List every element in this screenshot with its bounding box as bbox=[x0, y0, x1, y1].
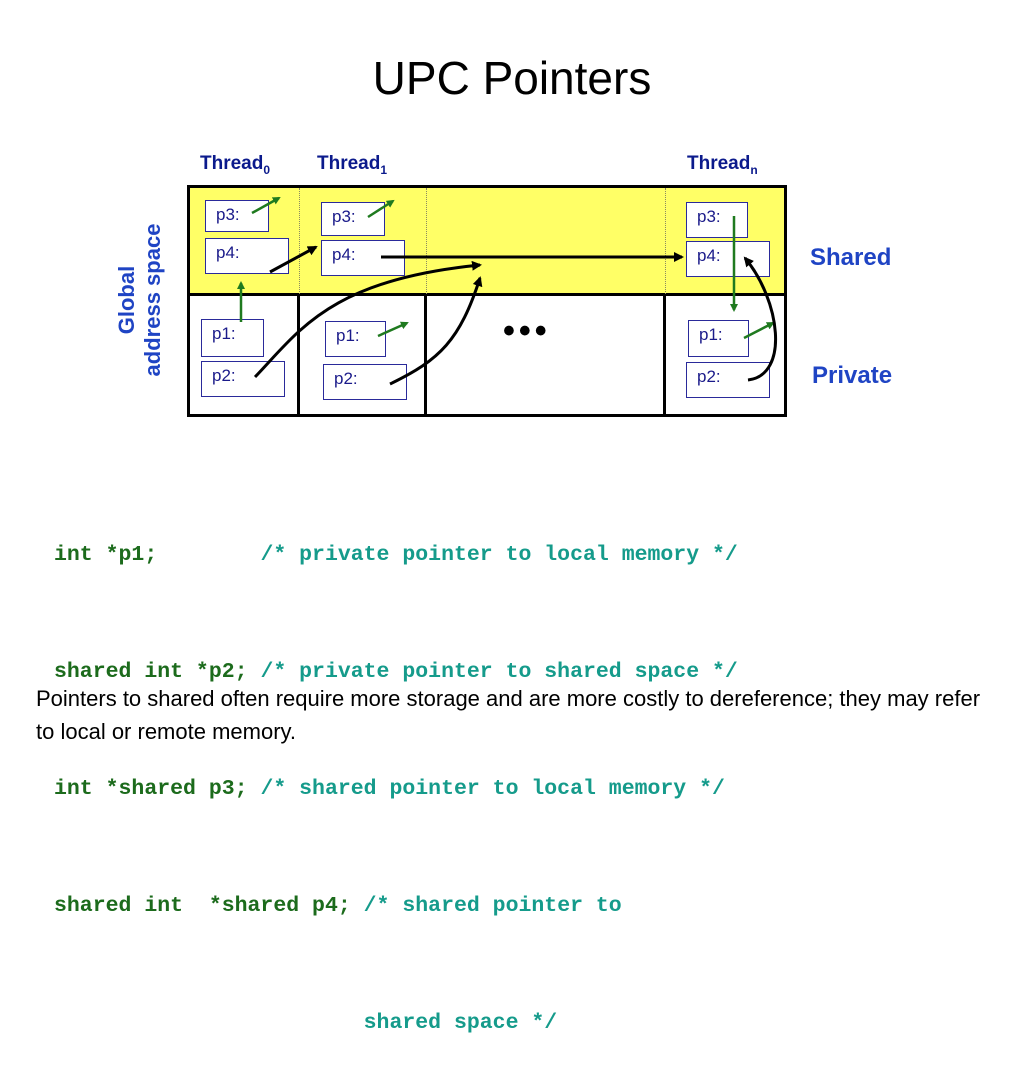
code-line: int *shared p3; /* shared pointer to loc… bbox=[54, 777, 725, 801]
threadn-p2-box: p2: bbox=[686, 362, 770, 398]
thread-0-label: Thread0 bbox=[200, 153, 271, 177]
column-divider-dotted bbox=[426, 188, 427, 294]
column-divider bbox=[424, 295, 427, 417]
column-divider-dotted bbox=[299, 188, 300, 294]
thread1-p4-box: p4: bbox=[321, 240, 405, 276]
slide-title: UPC Pointers bbox=[372, 52, 652, 104]
column-divider bbox=[663, 295, 666, 417]
code-line: shared int *shared p4; /* shared pointer… bbox=[54, 894, 622, 918]
thread0-p3-box: p3: bbox=[205, 200, 269, 232]
shared-label: Shared bbox=[810, 244, 892, 271]
threadn-p1-box: p1: bbox=[688, 320, 749, 357]
thread-n-label: Threadn bbox=[687, 153, 758, 177]
shared-private-divider bbox=[187, 293, 787, 296]
thread0-p1-box: p1: bbox=[201, 319, 264, 357]
thread1-p1-box: p1: bbox=[325, 321, 386, 357]
threadn-p4-box: p4: bbox=[686, 241, 770, 277]
code-line: shared space */ bbox=[363, 1011, 558, 1035]
thread1-p3-box: p3: bbox=[321, 202, 385, 236]
thread0-p2-box: p2: bbox=[201, 361, 285, 397]
threadn-p3-box: p3: bbox=[686, 202, 748, 238]
private-label: Private bbox=[812, 362, 893, 389]
thread0-p4-box: p4: bbox=[205, 238, 289, 274]
footnote: Pointers to shared often require more st… bbox=[36, 686, 981, 744]
code-line: int *p1; /* private pointer to local mem… bbox=[54, 543, 738, 567]
code-line: shared int *p2; /* private pointer to sh… bbox=[54, 660, 738, 684]
more-threads-ellipsis: ••• bbox=[503, 312, 551, 350]
column-divider-dotted bbox=[665, 188, 666, 294]
thread1-p2-box: p2: bbox=[323, 364, 407, 400]
thread-1-label: Thread1 bbox=[317, 153, 388, 177]
code-block: int *p1; /* private pointer to local mem… bbox=[54, 458, 738, 1082]
address-space-grid bbox=[187, 185, 787, 417]
column-divider bbox=[297, 295, 300, 417]
